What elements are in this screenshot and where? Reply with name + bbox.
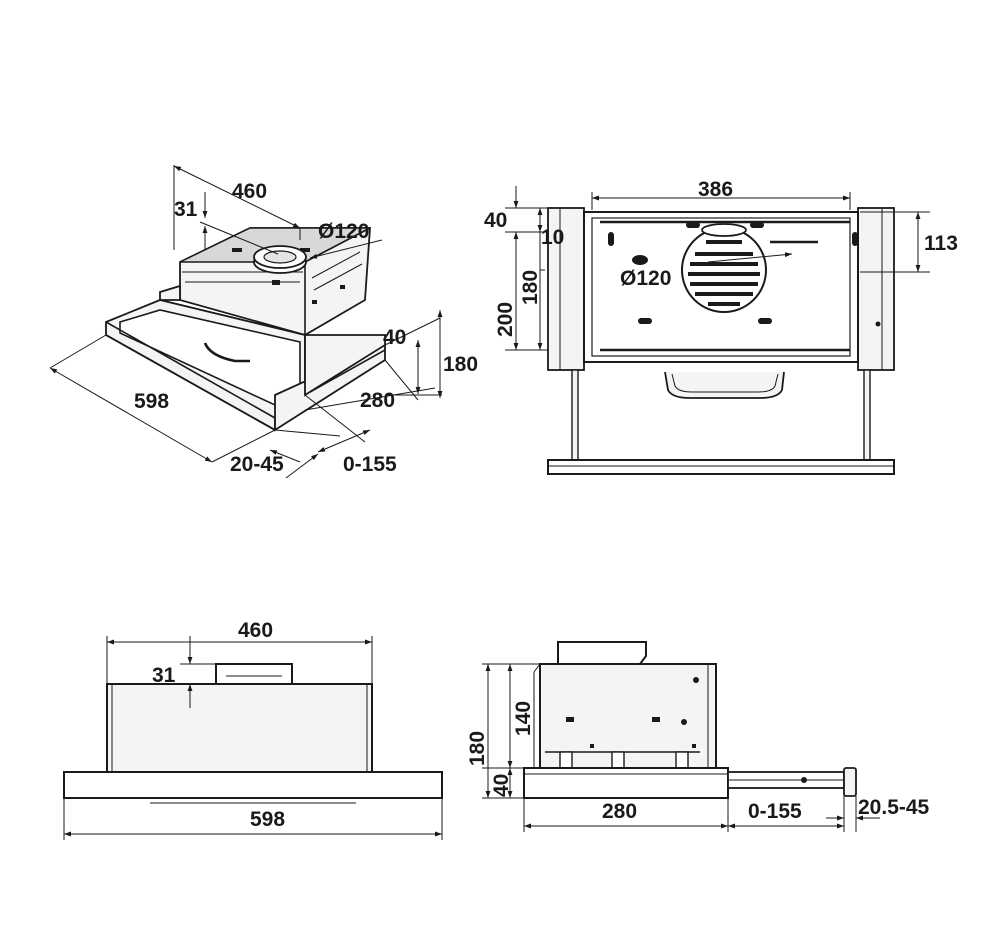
front-top-width-label: 460 [238, 619, 273, 642]
iso-outlet-diameter-label: Ø120 [318, 220, 369, 243]
iso-depth-top-label: 460 [232, 180, 267, 203]
bottom-outlet-offset-label: 113 [924, 232, 958, 255]
front-collar-height-label: 31 [152, 664, 176, 687]
side-dimension-labels: 140 180 40 280 0-155 20.5-45 [466, 701, 930, 823]
iso-outlet-collar [253, 245, 307, 285]
side-body-height-label: 140 [512, 701, 535, 736]
bottom-dimension-lines [505, 186, 930, 351]
bottom-inner-width-label: 386 [698, 178, 733, 201]
bottom-side-offset-label: 10 [541, 226, 564, 249]
side-front-cap [843, 767, 857, 797]
iso-total-height-label: 180 [443, 353, 478, 376]
bottom-outlet-diameter-label: Ø120 [620, 267, 671, 290]
front-strip [547, 459, 895, 475]
side-dimension-lines [482, 663, 880, 832]
front-dimension-labels: 460 31 598 [152, 619, 285, 831]
bottom-dimension-labels: 386 40 10 113 Ø120 180 200 [484, 178, 958, 337]
front-view: 460 31 598 [63, 619, 443, 840]
side-total-height-label: 180 [466, 731, 489, 766]
side-hood-body [539, 663, 717, 769]
bottom-overall-depth-label: 200 [494, 302, 517, 337]
side-front-height-label: 40 [490, 774, 513, 797]
iso-dimension-labels: 460 31 Ø120 40 180 598 280 20-45 0-155 [134, 180, 478, 476]
bottom-view: 386 40 10 113 Ø120 180 200 [484, 178, 958, 475]
iso-drawer [105, 284, 386, 432]
iso-body-depth-label: 280 [360, 389, 395, 412]
side-outlet-collar [557, 641, 647, 665]
front-dimension-lines [63, 636, 443, 840]
isometric-view: 460 31 Ø120 40 180 598 280 20-45 0-155 [49, 165, 478, 479]
bottom-front-offset-label: 40 [484, 209, 507, 232]
bottom-outlet-position-label: 180 [519, 270, 542, 305]
fan-grille [681, 223, 767, 313]
drawer-handle [664, 371, 785, 399]
front-panel [63, 771, 443, 799]
front-hood-body [106, 683, 373, 773]
side-drawer [523, 767, 729, 799]
right-side-frame [857, 207, 895, 371]
iso-width-label: 598 [134, 390, 169, 413]
front-overall-width-label: 598 [250, 808, 285, 831]
iso-dimension-lines [49, 165, 443, 479]
side-depth-label: 280 [602, 800, 637, 823]
iso-collar-offset-label: 31 [174, 198, 198, 221]
side-view: 140 180 40 280 0-155 20.5-45 [466, 641, 930, 832]
iso-extension-label: 0-155 [343, 453, 397, 476]
iso-front-adjust-label: 20-45 [230, 453, 284, 476]
side-extension-label: 0-155 [748, 800, 802, 823]
iso-front-height-label: 40 [383, 326, 406, 349]
side-front-adjust-label: 20.5-45 [858, 796, 930, 819]
front-outlet-collar [215, 663, 293, 685]
